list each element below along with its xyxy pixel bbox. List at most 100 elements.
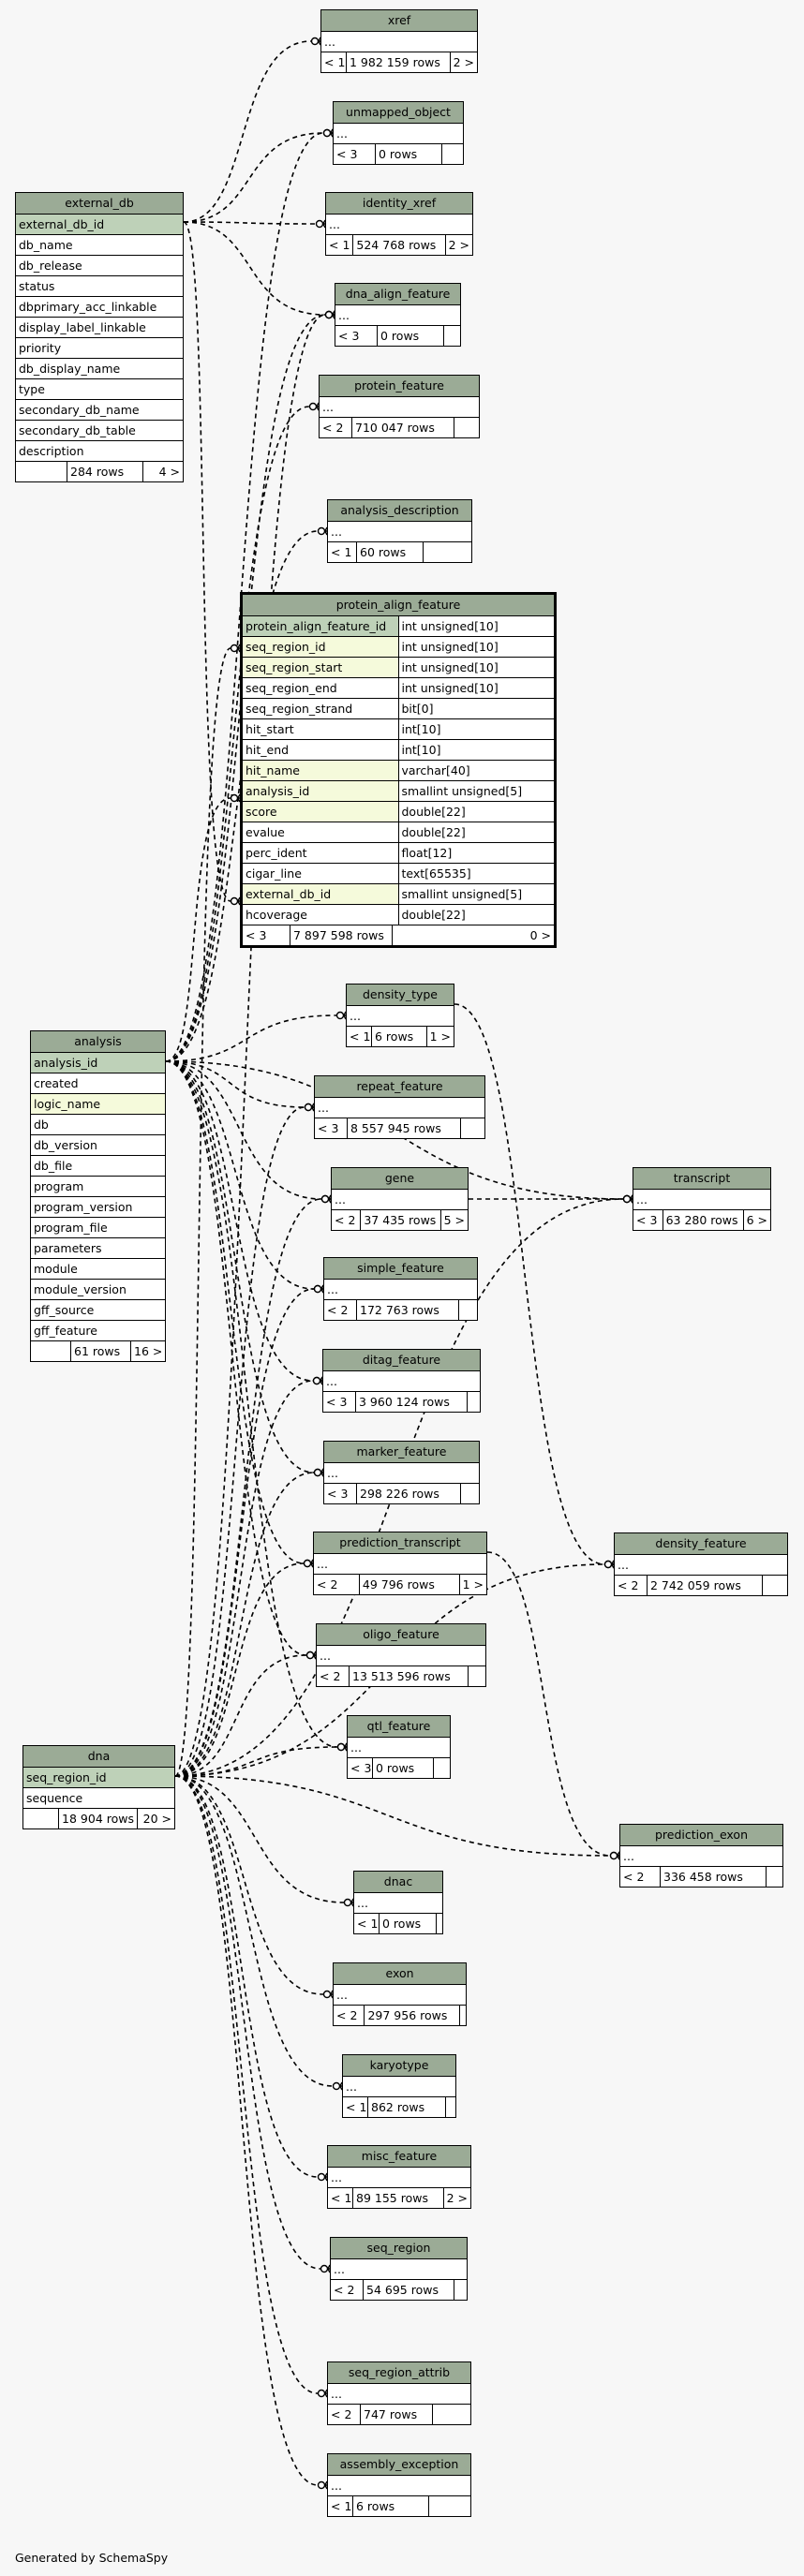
table-title[interactable]: analysis bbox=[31, 1031, 165, 1053]
parents-link[interactable]: < 2 bbox=[314, 1575, 360, 1594]
parents-link[interactable]: < 1 bbox=[343, 2097, 368, 2117]
children-link[interactable] bbox=[763, 1576, 787, 1595]
table-title[interactable]: protein_feature bbox=[320, 376, 479, 397]
parents-link[interactable]: < 2 bbox=[328, 2405, 361, 2424]
table-title[interactable]: repeat_feature bbox=[315, 1076, 484, 1098]
parents-link[interactable]: < 1 bbox=[328, 542, 357, 562]
parents-link[interactable]: < 1 bbox=[321, 52, 347, 72]
parents-link[interactable]: < 1 bbox=[328, 2496, 353, 2516]
parents-link[interactable]: < 3 bbox=[348, 1758, 373, 1778]
children-link[interactable]: 2 > bbox=[448, 238, 469, 252]
table-title[interactable]: identity_xref bbox=[326, 193, 472, 215]
children-link[interactable] bbox=[444, 326, 460, 346]
parents-link[interactable]: < 3 bbox=[243, 925, 290, 945]
parents-link[interactable]: < 1 bbox=[354, 1914, 380, 1933]
table-title[interactable]: dna bbox=[23, 1746, 174, 1768]
children-link[interactable] bbox=[459, 1300, 477, 1320]
parents-link[interactable]: < 2 bbox=[332, 1210, 362, 1230]
children-link[interactable] bbox=[468, 1392, 480, 1412]
table-title[interactable]: assembly_exception bbox=[328, 2454, 470, 2476]
parents-link[interactable]: < 2 bbox=[317, 1666, 350, 1686]
children-link[interactable]: 4 > bbox=[158, 465, 180, 479]
table-title[interactable]: dna_align_feature bbox=[335, 284, 460, 305]
children-link[interactable] bbox=[454, 418, 479, 437]
children-link[interactable]: 2 > bbox=[453, 55, 474, 69]
table-title[interactable]: density_type bbox=[347, 985, 454, 1006]
table-title[interactable]: gene bbox=[332, 1168, 468, 1190]
parents-link[interactable]: < 3 bbox=[335, 326, 378, 346]
parents-link[interactable]: < 3 bbox=[324, 1484, 357, 1503]
table-title[interactable]: seq_region bbox=[331, 2238, 467, 2259]
children-link[interactable] bbox=[767, 1867, 782, 1887]
table-analysis[interactable]: analysis analysis_id created logic_name … bbox=[30, 1030, 166, 1362]
parents-link[interactable]: < 2 bbox=[331, 2280, 364, 2300]
parents-link[interactable]: < 3 bbox=[315, 1118, 348, 1138]
parents-link[interactable]: < 2 bbox=[615, 1576, 648, 1595]
table-title[interactable]: simple_feature bbox=[324, 1258, 477, 1280]
children-link[interactable] bbox=[454, 2280, 467, 2300]
children-link[interactable] bbox=[424, 542, 471, 562]
table-title[interactable]: oligo_feature bbox=[317, 1624, 485, 1646]
table-title[interactable]: external_db bbox=[16, 193, 183, 215]
parents-link[interactable]: < 1 bbox=[326, 235, 354, 255]
children-link[interactable]: 16 > bbox=[134, 1344, 163, 1358]
children-link[interactable] bbox=[446, 2097, 455, 2117]
table-title[interactable]: qtl_feature bbox=[348, 1716, 450, 1738]
table-title[interactable]: transcript bbox=[633, 1168, 770, 1190]
children-link[interactable]: 20 > bbox=[142, 1812, 171, 1826]
parents-link[interactable]: < 3 bbox=[334, 144, 376, 164]
parents-link[interactable]: < 2 bbox=[334, 2006, 365, 2025]
children-link[interactable] bbox=[469, 1666, 485, 1686]
children-link[interactable]: 2 > bbox=[446, 2191, 468, 2205]
children-link[interactable] bbox=[461, 1484, 479, 1503]
parents-link[interactable]: < 3 bbox=[633, 1210, 663, 1230]
table-protein-align-feature[interactable]: protein_align_feature protein_align_feat… bbox=[240, 592, 557, 948]
table-title[interactable]: analysis_description bbox=[328, 500, 471, 522]
children-link[interactable]: 1 > bbox=[462, 1577, 484, 1591]
table-title[interactable]: prediction_transcript bbox=[314, 1532, 486, 1554]
parents-link[interactable]: < 2 bbox=[320, 418, 352, 437]
table-title[interactable]: misc_feature bbox=[328, 2146, 470, 2168]
parents-link[interactable]: < 2 bbox=[620, 1867, 661, 1887]
children-link[interactable] bbox=[434, 1758, 450, 1778]
children-link[interactable] bbox=[460, 2006, 466, 2025]
parents-link[interactable]: < 1 bbox=[328, 2188, 353, 2208]
table-title[interactable]: marker_feature bbox=[324, 1442, 479, 1463]
children-link[interactable] bbox=[442, 144, 463, 164]
table-title[interactable]: prediction_exon bbox=[620, 1825, 782, 1846]
table-title[interactable]: density_feature bbox=[615, 1533, 787, 1555]
children-link[interactable] bbox=[429, 2496, 470, 2516]
children-link[interactable] bbox=[437, 1914, 442, 1933]
children-link[interactable] bbox=[461, 1118, 484, 1138]
table-title[interactable]: exon bbox=[334, 1963, 466, 1985]
children-link[interactable]: 6 > bbox=[746, 1213, 767, 1227]
parents-link[interactable]: < 3 bbox=[323, 1392, 356, 1412]
table-title[interactable]: protein_align_feature bbox=[243, 595, 554, 616]
parents-link[interactable]: < 1 bbox=[347, 1027, 372, 1046]
table-title[interactable]: xref bbox=[321, 10, 477, 32]
table-title[interactable]: unmapped_object bbox=[334, 102, 463, 124]
